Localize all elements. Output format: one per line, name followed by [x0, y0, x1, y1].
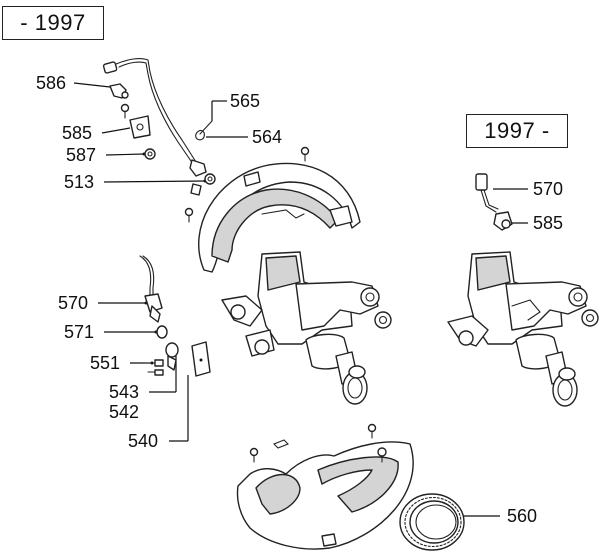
abs-sensor-wire-lower — [139, 255, 211, 377]
callout-587: 587 — [66, 145, 97, 165]
range-box-from-1997: 1997 - — [466, 114, 568, 148]
dust-shield-upper — [198, 162, 361, 273]
dust-shield-lower — [236, 423, 414, 550]
callout-571: 571 — [64, 322, 95, 342]
callout-585-left: 585 — [62, 123, 93, 143]
small-parts-upper-left — [109, 83, 310, 162]
callout-585-right: 585 — [533, 213, 564, 233]
callout-564: 564 — [252, 127, 283, 147]
callout-586: 586 — [36, 73, 67, 93]
tone-ring — [399, 493, 465, 551]
callout-551: 551 — [90, 353, 121, 373]
callout-543: 543 — [109, 382, 140, 402]
callout-540: 540 — [128, 431, 159, 451]
callout-560: 560 — [507, 506, 538, 526]
hub-carrier-left — [221, 251, 392, 405]
callout-570-left: 570 — [58, 293, 89, 313]
range-box-until-1997: - 1997 — [2, 6, 104, 40]
abs-sensor-right — [475, 173, 513, 231]
abs-sensor-wire-upper — [102, 58, 216, 223]
hub-carrier-right — [447, 251, 599, 407]
callout-513: 513 — [64, 172, 95, 192]
callout-570-right: 570 — [533, 179, 564, 199]
callout-542: 542 — [109, 402, 140, 422]
callout-565: 565 — [230, 91, 261, 111]
